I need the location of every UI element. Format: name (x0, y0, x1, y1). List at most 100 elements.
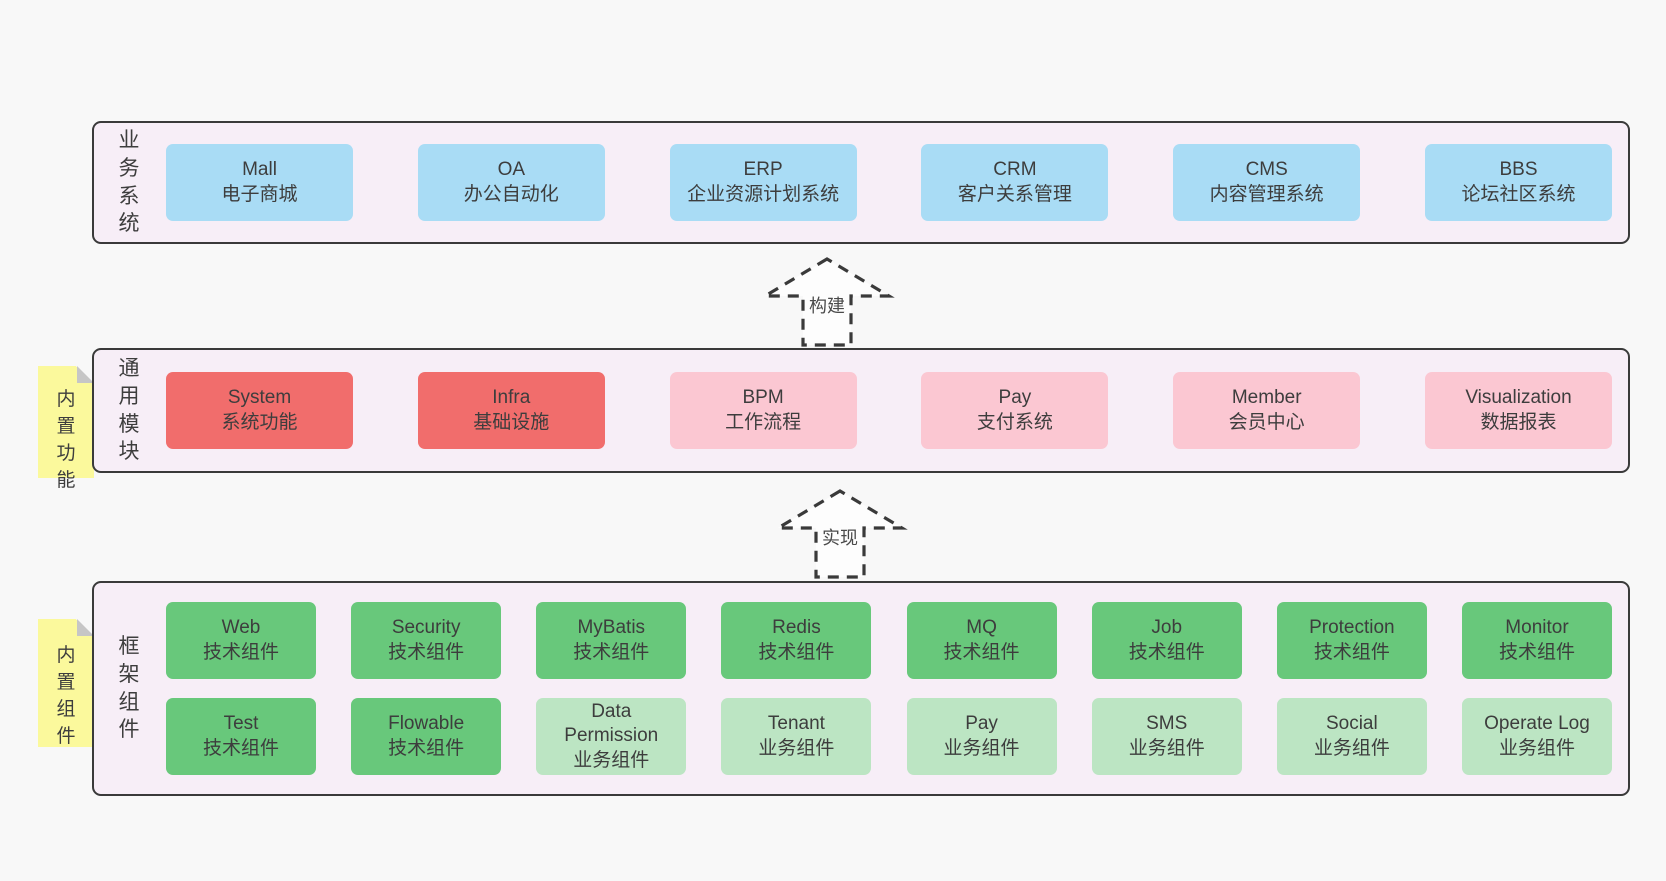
module-box-subtitle: 数据报表 (1480, 411, 1557, 433)
module-box: Member 会员中心 (1173, 372, 1361, 449)
module-box: Test 技术组件 (166, 698, 316, 775)
module-box-subtitle: 技术组件 (573, 641, 650, 663)
module-row: Web 技术组件 Security 技术组件 MyBatis 技术组件 Redi… (166, 602, 1612, 679)
module-box: OA 办公自动化 (417, 144, 605, 221)
module-box-title: Job (1151, 617, 1183, 639)
module-box-subtitle: 客户关系管理 (957, 183, 1072, 205)
module-box-title: BBS (1499, 159, 1538, 181)
module-box-subtitle: 工作流程 (725, 411, 802, 433)
arrow-build: 构建 (757, 255, 897, 349)
module-row: System 系统功能 Infra 基础设施 BPM 工作流程 Pay 支付系统… (166, 372, 1612, 449)
module-box-title: Social (1325, 713, 1378, 735)
layer-label-framework-components: 框架组件 (118, 635, 140, 742)
layer-label-common-modules: 通用模块 (118, 357, 140, 464)
module-box-subtitle: 业务组件 (1128, 737, 1205, 759)
module-box: Flowable 技术组件 (351, 698, 502, 775)
module-box: Visualization 数据报表 (1424, 372, 1612, 449)
module-row: Test 技术组件 Flowable 技术组件 Data Permission … (166, 698, 1612, 775)
arrow-implement-label: 实现 (819, 523, 861, 551)
module-box: Pay 支付系统 (921, 372, 1109, 449)
module-box-subtitle: 业务组件 (943, 737, 1020, 759)
module-box: BBS 论坛社区系统 (1424, 144, 1612, 221)
sticky-note-text: 内置功能 (56, 389, 76, 491)
module-box-title: Protection (1309, 617, 1395, 639)
module-box: Pay 业务组件 (906, 698, 1057, 775)
module-box-title: MQ (966, 617, 997, 639)
module-box: Protection 技术组件 (1276, 602, 1427, 679)
module-box-title: Monitor (1505, 617, 1569, 639)
module-box-subtitle: 技术组件 (202, 641, 279, 663)
layer-business-systems: 业务系统 Mall 电子商城 OA 办公自动化 ERP 企业资源计划系统 CRM… (92, 121, 1630, 244)
module-box-title: Web (221, 617, 261, 639)
sticky-note-builtin-components: 内置组件 (38, 619, 94, 747)
module-box-subtitle: 论坛社区系统 (1461, 183, 1576, 205)
layer-common-modules: 通用模块 System 系统功能 Infra 基础设施 BPM 工作流程 Pay… (92, 348, 1630, 473)
module-box-subtitle: 技术组件 (1128, 641, 1205, 663)
module-box-subtitle: 办公自动化 (463, 183, 559, 205)
module-box-subtitle: 技术组件 (388, 737, 465, 759)
module-box-title: MyBatis (577, 617, 646, 639)
module-box: MyBatis 技术组件 (536, 602, 687, 679)
module-box-title: Operate Log (1484, 713, 1590, 735)
module-box: ERP 企业资源计划系统 (669, 144, 857, 221)
module-box-title: ERP (743, 159, 783, 181)
module-row: Mall 电子商城 OA 办公自动化 ERP 企业资源计划系统 CRM 客户关系… (166, 144, 1612, 221)
module-box-subtitle: 企业资源计划系统 (687, 183, 840, 205)
module-box-title: Visualization (1465, 387, 1572, 409)
module-box-subtitle: 会员中心 (1228, 411, 1305, 433)
module-box-title: Member (1231, 387, 1302, 409)
module-box: BPM 工作流程 (669, 372, 857, 449)
module-box-subtitle: 电子商城 (221, 183, 298, 205)
module-box: Redis 技术组件 (721, 602, 872, 679)
module-box: Operate Log 业务组件 (1461, 698, 1612, 775)
arrow-build-label: 构建 (806, 291, 848, 319)
module-box-subtitle: 系统功能 (221, 411, 298, 433)
module-box: CRM 客户关系管理 (921, 144, 1109, 221)
module-box-subtitle: 技术组件 (758, 641, 835, 663)
module-box: CMS 内容管理系统 (1173, 144, 1361, 221)
module-box-title: Infra (492, 387, 531, 409)
module-box: Tenant 业务组件 (721, 698, 872, 775)
sticky-note-builtin-features: 内置功能 (38, 366, 94, 491)
layer-rows: System 系统功能 Infra 基础设施 BPM 工作流程 Pay 支付系统… (166, 372, 1612, 449)
module-box-subtitle: 支付系统 (976, 411, 1053, 433)
module-box: Infra 基础设施 (417, 372, 605, 449)
module-box-subtitle: 技术组件 (202, 737, 279, 759)
module-box-title: CRM (993, 159, 1037, 181)
module-box-subtitle: 内容管理系统 (1209, 183, 1324, 205)
module-box-subtitle: 基础设施 (473, 411, 550, 433)
module-box-subtitle: 技术组件 (1313, 641, 1390, 663)
module-box: MQ 技术组件 (906, 602, 1057, 679)
module-box-title: Mall (242, 159, 277, 181)
module-box-title: Pay (965, 713, 998, 735)
module-box-subtitle: 技术组件 (1498, 641, 1575, 663)
module-box-subtitle: 业务组件 (1313, 737, 1390, 759)
layer-label-business-systems: 业务系统 (118, 129, 140, 236)
module-box: Security 技术组件 (351, 602, 502, 679)
module-box-subtitle: 技术组件 (388, 641, 465, 663)
module-box-title: CMS (1245, 159, 1288, 181)
layer-rows: Mall 电子商城 OA 办公自动化 ERP 企业资源计划系统 CRM 客户关系… (166, 144, 1612, 221)
module-box-title: Security (391, 617, 461, 639)
arrow-implement: 实现 (770, 487, 910, 581)
module-box-title: SMS (1146, 713, 1188, 735)
module-box-title: Tenant (767, 713, 825, 735)
layer-rows: Web 技术组件 Security 技术组件 MyBatis 技术组件 Redi… (166, 602, 1612, 775)
module-box-title: Flowable (388, 713, 465, 735)
module-box-title: OA (497, 159, 526, 181)
module-box-title: Data Permission (564, 701, 659, 747)
module-box-title: Pay (998, 387, 1032, 409)
module-box-title: System (227, 387, 292, 409)
module-box-subtitle: 技术组件 (943, 641, 1020, 663)
module-box: Job 技术组件 (1091, 602, 1242, 679)
module-box: Mall 电子商城 (166, 144, 353, 221)
module-box-subtitle: 业务组件 (1498, 737, 1575, 759)
module-box-title: Test (223, 713, 259, 735)
sticky-note-text: 内置组件 (56, 645, 76, 747)
module-box-title: BPM (742, 387, 784, 409)
module-box: Social 业务组件 (1276, 698, 1427, 775)
layer-framework-components: 框架组件 Web 技术组件 Security 技术组件 MyBatis 技术组件… (92, 581, 1630, 796)
module-box: Web 技术组件 (166, 602, 316, 679)
module-box: Data Permission 业务组件 (536, 698, 687, 775)
module-box-subtitle: 业务组件 (758, 737, 835, 759)
